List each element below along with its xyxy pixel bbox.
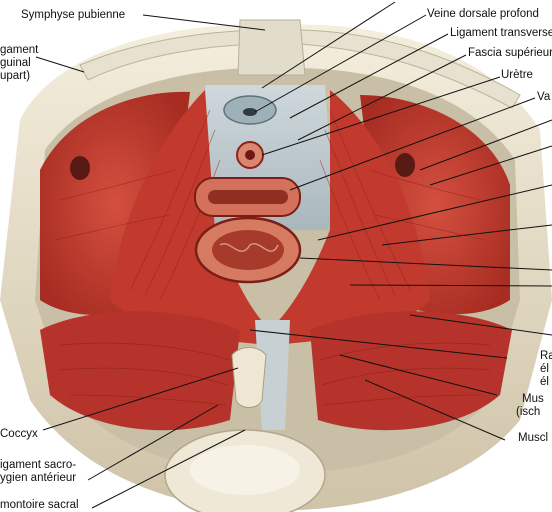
coccyx xyxy=(231,347,267,408)
label-veine-dorsale: Veine dorsale profond xyxy=(427,8,539,20)
label-raphe-1: Ra xyxy=(540,350,552,362)
label-ligament-transverse: Ligament transverse xyxy=(450,27,552,39)
label-ligament-inguinal-3: upart) xyxy=(0,70,31,82)
label-ligament-inguinal-1: gament xyxy=(0,44,39,56)
label-symphyse: Symphyse pubienne xyxy=(21,9,126,21)
muscle-fibres xyxy=(54,109,486,301)
label-promontoire: montoire sacral xyxy=(0,499,79,511)
label-ligament-inguinal-2: guinal xyxy=(0,57,31,69)
right-coccygeus-muscle xyxy=(310,311,512,431)
label-muscle-isch-1: Mus xyxy=(522,393,544,405)
obturator-canal-right xyxy=(395,153,415,177)
label-raphe-3: él xyxy=(540,376,549,388)
label-raphe-2: él xyxy=(540,363,549,375)
label-vagin: Va xyxy=(537,91,551,103)
label-uretre: Urètre xyxy=(501,69,533,81)
leader-lines xyxy=(35,1,552,509)
symphysis xyxy=(237,19,306,76)
levator-ani-muscle xyxy=(110,90,430,345)
obturator-canal-left xyxy=(70,156,90,180)
label-ligament-sacro-1: igament sacro- xyxy=(0,459,77,471)
anococcygeal-raphe xyxy=(255,320,290,430)
label-fascia-superieur: Fascia supérieur xyxy=(468,47,552,59)
label-muscle-last: Muscl xyxy=(518,432,549,444)
label-muscle-isch-2: (isch xyxy=(516,406,541,418)
coccygeus-fibres xyxy=(59,342,491,406)
label-ligament-sacro-2: ygien antérieur xyxy=(0,472,77,484)
inguinal-ligament-right xyxy=(299,29,521,109)
label-coccyx: Coccyx xyxy=(0,428,38,440)
left-coccygeus-muscle xyxy=(40,311,240,431)
